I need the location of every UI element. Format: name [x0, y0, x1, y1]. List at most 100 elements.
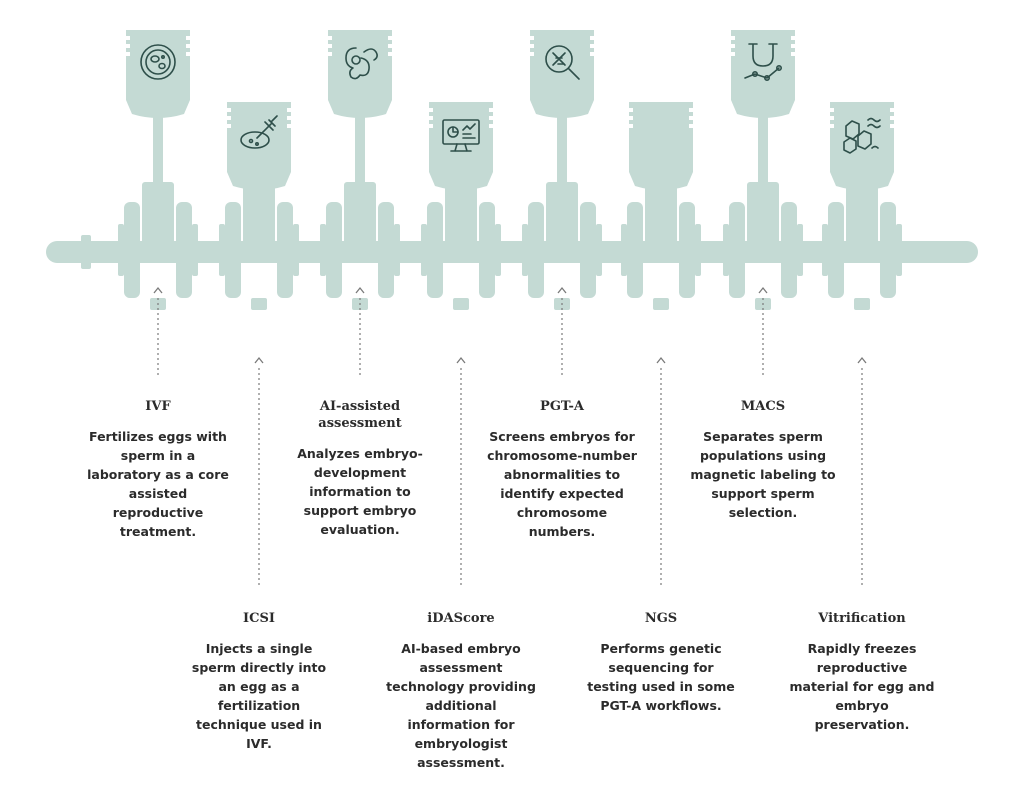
technique-description: Separates sperm populations using magnet… — [690, 429, 836, 520]
crank-web — [528, 202, 544, 298]
monitor-chart-icon — [442, 119, 480, 152]
arrow-up-icon — [456, 356, 466, 364]
crankshaft — [46, 30, 978, 310]
crank-web-cap — [896, 224, 902, 276]
technique-label: IVF Fertilizes eggs with sperm in a labor… — [83, 398, 233, 541]
crank-web — [479, 202, 495, 298]
crank-pin — [344, 182, 376, 256]
ice-crystals-icon — [843, 117, 881, 154]
crank-web — [124, 202, 140, 298]
counterweight — [653, 298, 669, 310]
crank-web-cap — [293, 224, 299, 276]
crank-web-cap — [695, 224, 701, 276]
crank-web-cap — [118, 224, 124, 276]
crank-web — [627, 202, 643, 298]
piston-skirt — [731, 100, 795, 118]
piston-head — [126, 30, 190, 100]
crank-pin — [142, 182, 174, 256]
technique-description: Performs genetic sequencing for testing … — [587, 641, 735, 713]
crank-web — [828, 202, 844, 298]
piston-skirt — [530, 100, 594, 118]
petri-dish-icon — [140, 44, 176, 80]
crank-web — [781, 202, 797, 298]
technique-description: Rapidly freezes reproductive material fo… — [789, 641, 935, 732]
technique-description: Injects a single sperm directly into an … — [191, 641, 327, 751]
crank-web-cap — [822, 224, 828, 276]
arrow-up-icon — [153, 286, 163, 294]
piston-skirt — [328, 100, 392, 118]
piston-head — [429, 102, 493, 172]
crank-web-cap — [219, 224, 225, 276]
crank-web-cap — [797, 224, 803, 276]
dna-magnifier-icon — [545, 45, 580, 80]
crank-pin — [243, 182, 275, 256]
piston-assembly — [621, 102, 701, 310]
crank-web — [880, 202, 896, 298]
technique-label: PGT-A Screens embryos for chromosome-numb… — [487, 398, 637, 541]
connecting-rod — [153, 112, 163, 212]
crank-pin — [445, 182, 477, 256]
crank-web-cap — [394, 224, 400, 276]
crank-pin — [645, 182, 677, 256]
crank-web-cap — [495, 224, 501, 276]
technique-title: PGT-A — [540, 399, 584, 414]
technique-label: MACS Separates sperm populations using ma… — [688, 398, 838, 522]
arrow-up-icon — [758, 286, 768, 294]
piston-head — [629, 102, 693, 172]
arrow-up-icon — [254, 356, 264, 364]
piston-head — [328, 30, 392, 100]
crank-web-cap — [320, 224, 326, 276]
crank-web — [427, 202, 443, 298]
crank-web — [176, 202, 192, 298]
connecting-rod — [355, 112, 365, 212]
crank-web-cap — [723, 224, 729, 276]
shaft-collar — [81, 235, 91, 269]
technique-label: ICSI Injects a single sperm directly into… — [184, 610, 334, 753]
injection-icon — [240, 115, 278, 149]
connecting-rod — [557, 112, 567, 212]
piston-assembly — [723, 30, 803, 310]
icon-layer — [140, 43, 881, 154]
arrow-up-icon — [656, 356, 666, 364]
counterweight — [854, 298, 870, 310]
piston-assembly — [118, 30, 198, 310]
connecting-rod — [758, 112, 768, 212]
crank-web — [326, 202, 342, 298]
technique-title: MACS — [740, 399, 786, 414]
piston-skirt — [126, 100, 190, 118]
crank-web — [729, 202, 745, 298]
crank-web-cap — [596, 224, 602, 276]
arrow-up-icon — [557, 286, 567, 294]
connector-layer — [153, 286, 867, 588]
crank-web — [378, 202, 394, 298]
piston-assembly — [822, 102, 902, 310]
piston-assembly — [421, 102, 501, 310]
piston-head — [830, 102, 894, 172]
crank-web-cap — [621, 224, 627, 276]
technique-title: AI-assisted assessment — [318, 399, 402, 431]
arrow-up-icon — [355, 286, 365, 294]
crank-web-cap — [192, 224, 198, 276]
crank-pin — [747, 182, 779, 256]
crank-web — [277, 202, 293, 298]
technique-title: ICSI — [243, 611, 275, 626]
crank-web-cap — [421, 224, 427, 276]
embryo-icon — [345, 47, 378, 80]
magnet-icon — [744, 43, 783, 82]
arrow-up-icon — [857, 356, 867, 364]
crank-pin — [546, 182, 578, 256]
technique-title: NGS — [644, 611, 678, 626]
crank-web — [679, 202, 695, 298]
piston-head — [530, 30, 594, 100]
technique-title: IVF — [145, 399, 171, 414]
technique-label: NGS Performs genetic sequencing for testi… — [586, 610, 736, 715]
technique-description: Screens embryos for chromosome-number ab… — [487, 429, 637, 539]
technique-description: AI-based embryo assessment technology pr… — [386, 641, 536, 770]
technique-description: Fertilizes eggs with sperm in a laborato… — [87, 429, 229, 539]
technique-title: iDAScore — [427, 611, 495, 626]
piston-assembly — [320, 30, 400, 310]
counterweight — [251, 298, 267, 310]
